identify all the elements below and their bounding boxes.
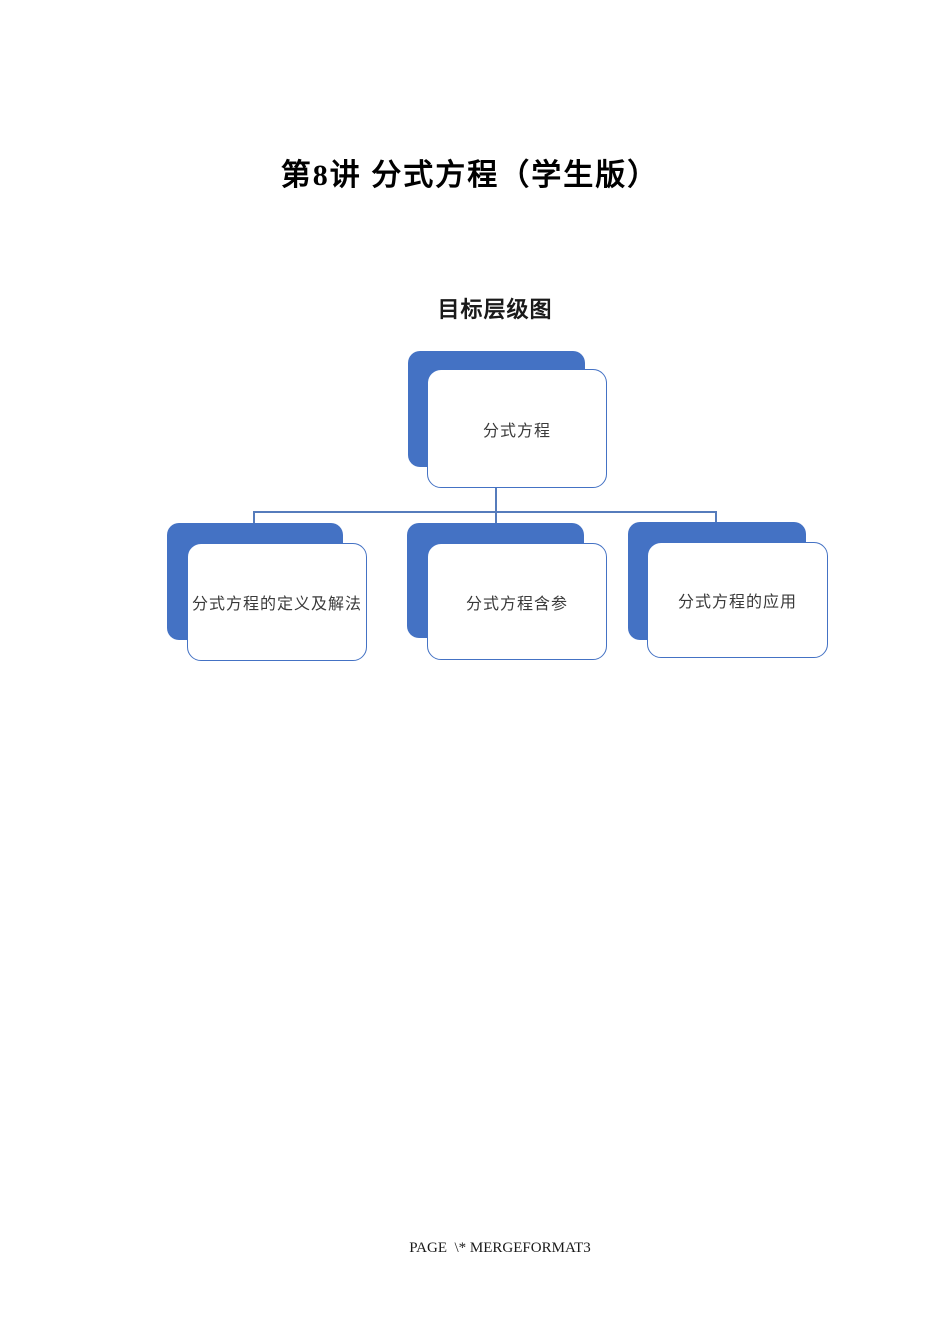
connector-horizontal-bar [253,511,717,513]
page-number-field: PAGE \* MERGEFORMAT3 [409,1240,591,1256]
node-child-definition-and-solving: 分式方程的定义及解法 [187,543,367,661]
node-root-label: 分式方程 [482,422,551,440]
page-title: 第8讲 分式方程（学生版） [280,159,660,192]
connector-right-drop [715,511,717,523]
diagram-heading: 目标层级图 [437,297,553,322]
connector-root-vertical [495,488,497,513]
node-child-2-label: 分式方程含参 [465,595,568,613]
node-child-applications: 分式方程的应用 [647,542,828,658]
node-child-with-parameters: 分式方程含参 [427,543,607,660]
connector-left-drop [253,511,255,524]
connector-middle-drop [495,511,497,524]
node-root: 分式方程 [427,369,607,488]
node-child-3-label: 分式方程的应用 [677,594,797,611]
node-child-1-label: 分式方程的定义及解法 [191,596,362,613]
